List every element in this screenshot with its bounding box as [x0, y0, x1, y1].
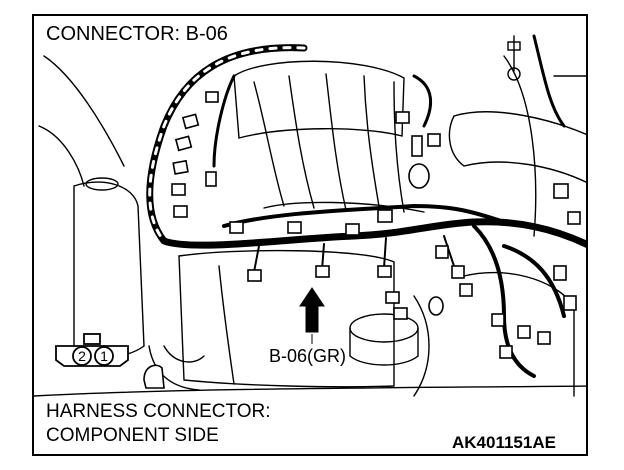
engine-block [178, 249, 395, 388]
connector [181, 113, 200, 130]
intake-manifold [233, 60, 405, 139]
clip-part [143, 364, 165, 389]
connector-pin-symbol [55, 333, 129, 367]
connector [491, 313, 505, 327]
connector [517, 325, 531, 339]
footer-line-2: COMPONENT SIDE [46, 425, 219, 446]
connector [385, 291, 400, 304]
connector [377, 265, 392, 278]
connector [171, 183, 186, 196]
diagram-frame: 2 1 CONNECTOR: B-06 B-06(GR) HARNESS CON… [32, 14, 588, 456]
callout-arrow [299, 287, 325, 333]
engine-bay-illustration: 2 1 [34, 34, 586, 397]
sensor [428, 296, 444, 316]
reservoir-tank [73, 181, 145, 358]
connector [393, 307, 408, 320]
connector [427, 133, 441, 147]
connector [315, 265, 330, 278]
connector [205, 171, 217, 187]
connector [173, 205, 188, 218]
connector [451, 265, 465, 279]
connector [377, 209, 393, 223]
connector [172, 159, 189, 175]
connector [411, 135, 423, 157]
connector [553, 265, 567, 281]
pin-label-2: 2 [78, 348, 86, 364]
connector [345, 223, 360, 236]
connector [174, 135, 193, 152]
connector [435, 245, 449, 259]
diagram-title: CONNECTOR: B-06 [44, 24, 232, 46]
connector [287, 221, 302, 234]
connector [499, 345, 513, 359]
connector [229, 221, 244, 234]
footer-line-1: HARNESS CONNECTOR: [46, 401, 271, 422]
connector [563, 295, 577, 311]
sensor [408, 163, 430, 189]
callout-label: B-06(GR) [266, 346, 350, 366]
connector [247, 269, 262, 282]
connector [459, 283, 473, 297]
connector [395, 111, 410, 124]
pin-label-1: 1 [100, 348, 108, 364]
figure-code: AK401151AE [452, 433, 556, 452]
connector [537, 331, 551, 345]
connector [205, 91, 219, 103]
air-intake-hose [453, 111, 586, 136]
connector [567, 211, 581, 225]
connector [553, 183, 569, 199]
